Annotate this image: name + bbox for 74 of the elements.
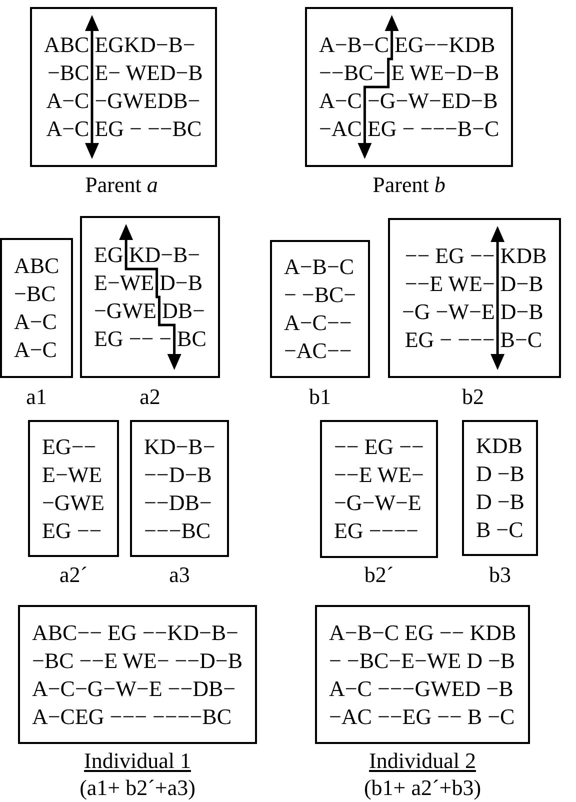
sequence-row-text: −−D−B — [144, 460, 213, 488]
sequence-row-text: A−C−− — [284, 309, 353, 337]
sequence-row: −− EG −− — [334, 433, 424, 461]
sequence-row: ABC — [14, 252, 60, 280]
sequence-row-text: EG −−−− — [334, 517, 420, 545]
sequence-row-text: −−E WE− D−B — [404, 270, 544, 298]
sequence-row-text: EG − −−− B−C — [404, 326, 544, 354]
sequence-row-text: −AC −−EG −− B −C — [329, 702, 516, 730]
sequence-row-text: −−DB− — [144, 488, 213, 516]
sequence-row-text: −BC E− WED−B — [46, 59, 203, 87]
sequence-box — [462, 420, 538, 556]
sequence-row: KD−B− — [144, 432, 216, 460]
node-label: b2´ — [364, 562, 394, 588]
node-label: Parent b — [372, 172, 446, 198]
sequence-row-text: EG −− — [42, 516, 103, 544]
sequence-row: A−B−C EG −− KDB — [329, 618, 516, 646]
node-label: b2 — [462, 384, 484, 410]
node-label: Individual 2 — [369, 748, 476, 774]
node-label: a2 — [140, 384, 160, 410]
sequence-row-text: −AC−− — [284, 337, 353, 365]
sequence-row: −−BC− E WE−D−B — [319, 59, 500, 87]
sequence-row-text: A−C — [14, 308, 58, 336]
sequence-box — [130, 420, 230, 557]
sequence-row: − −BC−E−WE D −B — [329, 646, 516, 674]
sequence-row: −BC −−E WE− −−D−B — [32, 646, 243, 674]
sequence-row-text: A−C EG − −−BC — [45, 115, 203, 143]
sequence-row-text: A−B−C — [284, 253, 356, 281]
sequence-row-text: A−C −−−GWED −B — [329, 674, 514, 702]
sequence-row-text: A−C −G−W−ED−B — [319, 87, 499, 115]
node-label: a2´ — [59, 562, 88, 588]
sequence-row: − −BC− — [284, 281, 356, 309]
sequence-row: D −B — [476, 488, 524, 516]
sequence-row-text: A−C — [14, 336, 58, 364]
sequence-row: −AC EG − −−−B−C — [319, 115, 500, 143]
sequence-box — [0, 238, 74, 378]
sequence-box — [388, 218, 561, 378]
node-label: Parent a — [85, 172, 158, 198]
node-label: b3 — [489, 562, 511, 588]
sequence-row: −−E WE− — [334, 461, 424, 489]
node-label: (a1+ b2´+a3) — [80, 775, 196, 801]
sequence-row-text: EG−− — [42, 432, 98, 460]
node-label: a3 — [169, 562, 190, 588]
sequence-box — [80, 216, 220, 378]
sequence-row-text: A−C −GWEDB− — [45, 87, 202, 115]
node-label: (b1+ a2´+b3) — [364, 775, 482, 801]
sequence-row-text: −− EG −− KDB — [404, 242, 547, 270]
sequence-row: −GWE — [42, 488, 104, 516]
node-label: a1 — [26, 384, 47, 410]
sequence-row-text: A−C−G−W−E −−DB− — [32, 674, 237, 702]
sequence-row-text: −−−BC — [144, 516, 212, 544]
sequence-row-text: ABC EGKD−B− — [44, 31, 196, 59]
sequence-row: EG −− − BC — [94, 325, 206, 353]
sequence-row: D −B — [476, 460, 524, 488]
sequence-box — [18, 605, 257, 744]
node-label: b1 — [309, 384, 331, 410]
sequence-row-text: −BC — [14, 280, 57, 308]
node-label: Individual 1 — [84, 748, 191, 774]
sequence-box — [320, 420, 438, 558]
sequence-box — [28, 420, 118, 557]
sequence-row-text: −G −W−E D−B — [402, 298, 544, 326]
sequence-row-text: E−WE — [42, 460, 104, 488]
sequence-row-text: E−WE D−B — [94, 269, 204, 297]
sequence-row: B −C — [476, 516, 524, 544]
sequence-row-text: KDB — [476, 432, 524, 460]
sequence-box — [270, 240, 370, 378]
sequence-row-text: ABC−− EG −−KD−B− — [32, 618, 240, 646]
sequence-box — [315, 605, 530, 744]
sequence-row-text: EG KD−B− — [94, 241, 202, 269]
sequence-row-text: −GWE DB− — [94, 297, 206, 325]
sequence-box — [305, 7, 514, 167]
sequence-row-text: −G−W−E — [334, 489, 422, 517]
sequence-row-text: A−B−C EG−−KDB — [319, 31, 496, 59]
sequence-box — [30, 7, 217, 167]
sequence-row-text: A−CEG −−− −−−−BC — [32, 702, 232, 730]
